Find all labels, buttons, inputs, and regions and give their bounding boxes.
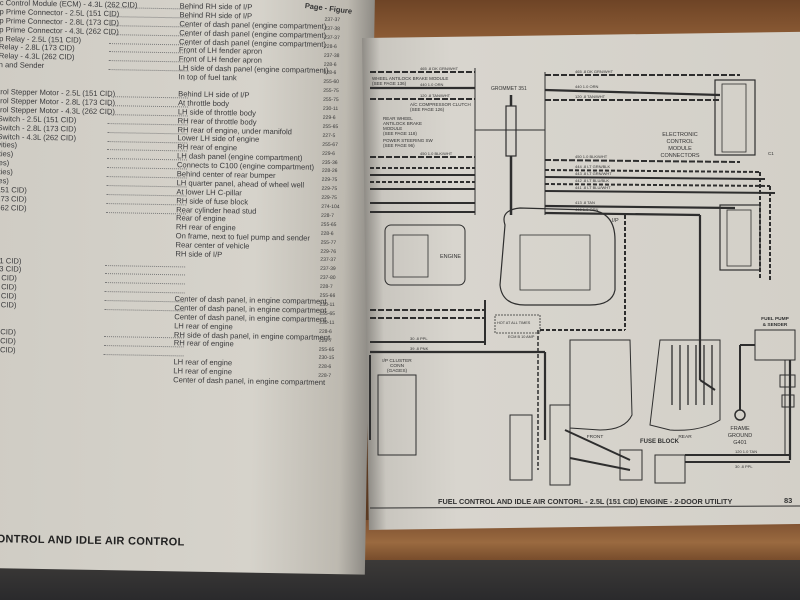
wire-label: 443 .8 LT GRN/WHT — [575, 171, 612, 176]
ecm-label: CONNECTORS — [660, 153, 699, 159]
ip-label: I/P — [612, 218, 619, 224]
fuel-pump-label: & SENDER — [763, 322, 788, 328]
ground-label: G401 — [733, 440, 746, 446]
wire-label: 30 .8 PPL — [735, 464, 753, 469]
ps-see-label: (SEE PAGE 96) — [383, 143, 415, 148]
fuse-block-label: FUSE BLOCK — [640, 439, 680, 445]
grommet-label: GROMMET 351 — [491, 86, 527, 92]
abs-module-label: WHEEL ANTILOCK BRAKE MODULE — [372, 76, 448, 81]
wire-label: 441 .8 LT BLU/WHT — [575, 185, 611, 190]
wire-label: 39 .8 PNK — [410, 346, 429, 351]
wire-label: 30 .8 PPL — [410, 336, 428, 341]
front-label: FRONT — [587, 434, 604, 440]
wire-label: 440 1.0 ORN — [420, 82, 443, 87]
rear-abs-see: (SEE PAGE 118) — [383, 131, 417, 136]
wire-label: 465 .8 DK GRN/WHT — [420, 66, 459, 71]
wire-label: 413 .8 TAN — [575, 200, 595, 205]
ac-see-label: (SEE PAGE 126) — [410, 107, 445, 112]
diagram-caption: FUEL CONTROL AND IDLE AIR CONTORL - 2.5L… — [438, 497, 732, 506]
ac-clutch-label: A/C COMPRESSOR CLUTCH — [410, 102, 471, 107]
fuel-pump-label: FUEL PUMP — [761, 316, 789, 322]
component-labels: WHEEL ANTILOCK BRAKE MODULE (SEE PAGE 13… — [372, 76, 790, 446]
wire-label: 442 .8 LT BLU/BLK — [575, 178, 609, 183]
ground-label: FRAME — [730, 426, 750, 432]
rear-abs-label: MODULE — [383, 126, 402, 131]
wire-label: 450 1.0 BLK/WHT — [575, 154, 608, 159]
wire-labels: 465 .8 DK GRN/WHT 440 1.0 ORN 120 .8 TAN… — [410, 66, 757, 469]
page-number: 83 — [784, 496, 792, 505]
ps-switch-label: POWER STEERING SW — [383, 138, 434, 143]
wire-label: 120 .8 TAN/WHT — [420, 93, 451, 98]
ecm-label: CONTROL — [667, 139, 694, 145]
engine-label: ENGINE — [440, 254, 461, 260]
ecm-connector-label: C1 — [768, 151, 774, 156]
rear-abs-label: REAR WHEEL — [383, 116, 413, 121]
hot-label: HOT AT ALL TIMES — [497, 321, 531, 325]
wire-label: 120 1.0 TAN — [735, 449, 757, 454]
ecm-fuse-label: ECM B 10 AMP — [508, 335, 535, 339]
cluster-label: CONN — [390, 363, 405, 369]
wire-label: 444 .8 LT GRN/BLK — [575, 164, 611, 169]
cluster-label: I/P CLUSTER — [382, 358, 412, 364]
abs-see-label: (SEE PAGE 136) — [372, 81, 407, 86]
wire-label: 120 .8 TAN/WHT — [575, 94, 606, 99]
wire-label: 440 1.0 ORN — [575, 84, 598, 89]
wire-label: 440 1.0 ORN — [575, 207, 598, 212]
ecm-label: ELECTRONIC — [662, 132, 697, 138]
rear-label: REAR — [678, 434, 692, 440]
cluster-label: (GAGES) — [387, 368, 408, 374]
ecm-label: MODULE — [668, 146, 692, 152]
ground-label: GROUND — [728, 433, 752, 439]
wire-label: 465 .8 DK GRN/WHT — [575, 69, 614, 74]
wire-label: 450 1.0 BLK/WHT — [420, 151, 453, 156]
rear-abs-label: ANTILOCK BRAKE — [383, 121, 422, 126]
